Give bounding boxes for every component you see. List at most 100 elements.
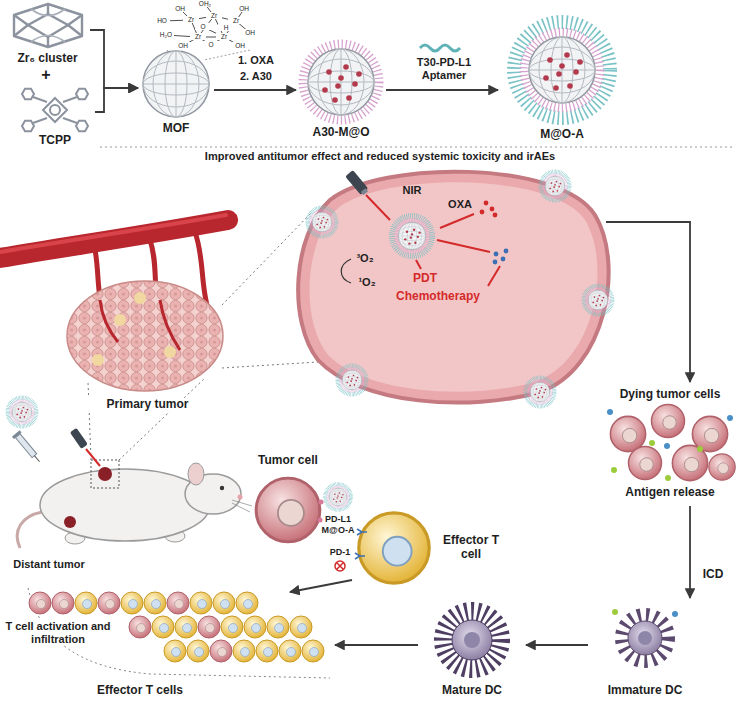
t-cell-cluster (29, 592, 51, 614)
node-label: Primary tumor (60, 398, 235, 412)
section-heading: Improved antitumor effect and reduced sy… (165, 150, 595, 163)
tcpp-icon (50, 105, 60, 115)
tumor-cell-zoom (584, 286, 613, 315)
chem-label: O (203, 41, 219, 48)
chem-label: Zr (190, 33, 206, 40)
dying-cells (611, 440, 703, 481)
edge-label: T30-PD-L1 Aptamer (402, 56, 486, 81)
t-cell-cluster (210, 640, 232, 662)
arrow-connector (290, 580, 352, 592)
chem-label: Zr (206, 12, 222, 19)
primary-tumor-mass (134, 292, 146, 304)
zr-cluster-icon (14, 4, 82, 47)
tumor-cell-zoom (341, 259, 351, 283)
checkpoint-blockade (256, 478, 320, 542)
arrow-connector (90, 30, 138, 88)
checkpoint-blockade (319, 500, 324, 505)
immature-dendritic-cell (612, 609, 678, 660)
a30-nanoparticle (303, 44, 379, 120)
arrow-connector (95, 88, 138, 112)
chem-label: O (195, 23, 211, 30)
mouse (70, 428, 88, 449)
tumor-cell-zoom (541, 172, 570, 201)
tumor-cell-zoom (494, 252, 499, 257)
mouse (86, 449, 100, 466)
tumor-cell-zoom (345, 170, 368, 195)
zr-cluster-icon (31, 9, 65, 42)
dying-cells (727, 415, 733, 421)
mouse (12, 430, 22, 439)
dying-cells (607, 409, 613, 415)
t-cell-cluster (190, 592, 212, 614)
t-cell-cluster (121, 592, 143, 614)
node-label: Effector T cell (440, 534, 502, 562)
checkpoint-blockade (335, 561, 345, 571)
tumor-cell-zoom (338, 366, 367, 395)
node-label: Tumor cell (238, 454, 338, 468)
t-cell-cluster (236, 592, 258, 614)
zr-cluster-icon (14, 4, 82, 47)
checkpoint-blockade (355, 529, 367, 559)
mof-sphere (143, 51, 209, 117)
node-label: Antigen release (600, 486, 740, 500)
tumor-cell-zoom (298, 170, 612, 406)
tumor-cell-zoom (309, 182, 597, 391)
t-cell-cluster (233, 640, 255, 662)
dendritic-cell: Immature DC (588, 598, 702, 700)
mouse (70, 428, 88, 449)
arrow-connector (214, 89, 296, 91)
dendritic-cell: Mature DC (418, 598, 526, 700)
tcpp-icon (76, 89, 88, 99)
node-label: M@O-A (498, 128, 626, 142)
t-cell-cluster (144, 592, 166, 614)
tumor-cell-zoom (361, 188, 368, 195)
node-label: Chemotherapy (392, 290, 484, 304)
primary-tumor-mass (67, 281, 223, 391)
tumor-cell-figure: OXA³O₂¹O₂PDTChemotherapy (298, 166, 606, 398)
arrow-connector (526, 644, 588, 646)
t-cell-cluster (267, 616, 289, 638)
t-cell-cluster (75, 592, 97, 614)
chem-label: Zr (216, 33, 232, 40)
checkpoint-blockade (256, 478, 429, 583)
dying-cells (652, 405, 685, 438)
tumor-cell-zoom (493, 260, 498, 265)
primary-tumor-mass (114, 314, 126, 326)
dying-cells (697, 446, 703, 452)
a30-nanoparticle (322, 64, 362, 103)
t-cell-cluster (279, 640, 301, 662)
chem-label: H (218, 24, 234, 31)
zr-cluster-icon (14, 4, 82, 47)
tumor-cell-zoom (480, 210, 485, 215)
mouse (34, 456, 39, 462)
tumor-figure: Primary tumor (60, 268, 235, 416)
nanoparticle: M@O-A (498, 14, 626, 144)
tumor-cell-zoom (345, 170, 369, 196)
mouse (220, 486, 224, 490)
dying-cells (611, 467, 617, 473)
chem-label: OH (175, 42, 191, 49)
tumor-cell-zoom (480, 201, 498, 218)
dying-cells (672, 445, 707, 480)
mouse (17, 512, 42, 548)
aptamer-nanoparticle (514, 22, 610, 118)
t-cell-cluster (167, 592, 189, 614)
mouse (91, 460, 119, 488)
tcpp-icon (33, 97, 77, 123)
a30-nanoparticle (303, 44, 379, 120)
node-label: Mature DC (418, 684, 526, 698)
mature-dendritic-cell (464, 632, 480, 648)
checkpoint-blockade (325, 484, 351, 510)
dying-cells (665, 475, 671, 481)
tcpp-icon (76, 121, 88, 131)
tumor-label: Distant tumor (4, 558, 94, 571)
mature-dendritic-cell (445, 613, 499, 667)
node-label: Dying tumor cells (600, 388, 740, 402)
step-label: 1. OXA (226, 54, 286, 67)
t-cell-cluster (187, 640, 209, 662)
chem-label: OH (242, 29, 258, 36)
immature-dendritic-cell (612, 609, 618, 615)
mouse (8, 398, 252, 548)
node-label: Immature DC (588, 684, 702, 698)
blood-vessel (0, 215, 226, 252)
